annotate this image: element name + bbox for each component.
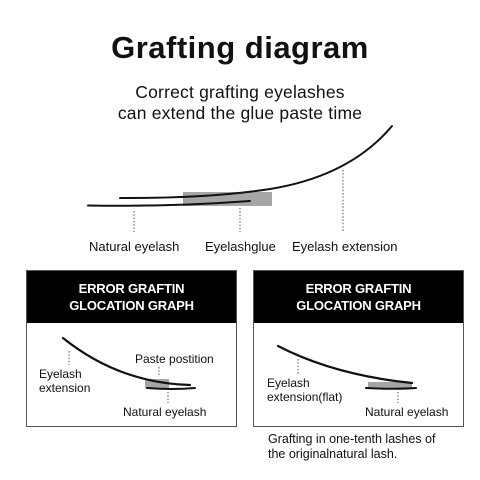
panel-title-line-1: ERROR GRAFTIN: [78, 281, 185, 296]
panel-diagram: [61, 336, 196, 403]
label-natural-eyelash: Natural eyelash: [123, 405, 207, 419]
label-paste-position: Paste postition: [135, 352, 214, 366]
label-extension-line-2: extension(flat): [267, 390, 343, 404]
grafting-note: Grafting in one-tenth lashes of the orig…: [268, 432, 435, 462]
label-natural-eyelash: Natural eyelash: [89, 239, 180, 254]
label-extension-line-1: Eyelash: [39, 367, 82, 381]
panel-title-line-2: GLOCATION GRAPH: [69, 298, 194, 313]
glue-block: [183, 192, 272, 206]
error-panel-flat-extension: ERROR GRAFTIN GLOCATION GRAPH Eyelash ex…: [253, 270, 464, 427]
note-line-1: Grafting in one-tenth lashes of: [268, 432, 436, 446]
label-extension-line-2: extension: [39, 381, 91, 395]
extension-lash-line: [276, 344, 414, 385]
natural-lash-line: [365, 387, 417, 390]
extension-lash-line: [119, 125, 393, 200]
glue-block: [368, 382, 412, 389]
panel-diagram: [276, 344, 417, 403]
label-eyelash-extension: Eyelash extension: [292, 239, 398, 254]
error-panel-paste-position: ERROR GRAFTIN GLOCATION GRAPH Eyelash ex…: [26, 270, 237, 427]
natural-lash-line: [87, 200, 251, 207]
label-natural-eyelash: Natural eyelash: [365, 405, 449, 419]
panel-header: ERROR GRAFTIN GLOCATION GRAPH: [27, 271, 236, 323]
label-extension-line-1: Eyelash: [267, 376, 310, 390]
glue-block: [145, 379, 169, 388]
panel-header: ERROR GRAFTIN GLOCATION GRAPH: [254, 271, 463, 323]
subtitle-line-1: Correct grafting eyelashes: [135, 82, 345, 102]
panel-title-line-1: ERROR GRAFTIN: [305, 281, 412, 296]
note-line-2: the originalnatural lash.: [268, 447, 398, 461]
panel-title-line-2: GLOCATION GRAPH: [296, 298, 421, 313]
page-title: Grafting diagram: [111, 30, 369, 65]
natural-lash-line: [146, 387, 196, 390]
extension-lash-line: [61, 336, 192, 387]
label-eyelash-glue: Eyelashglue: [205, 239, 276, 254]
subtitle-line-2: can extend the glue paste time: [117, 103, 363, 123]
